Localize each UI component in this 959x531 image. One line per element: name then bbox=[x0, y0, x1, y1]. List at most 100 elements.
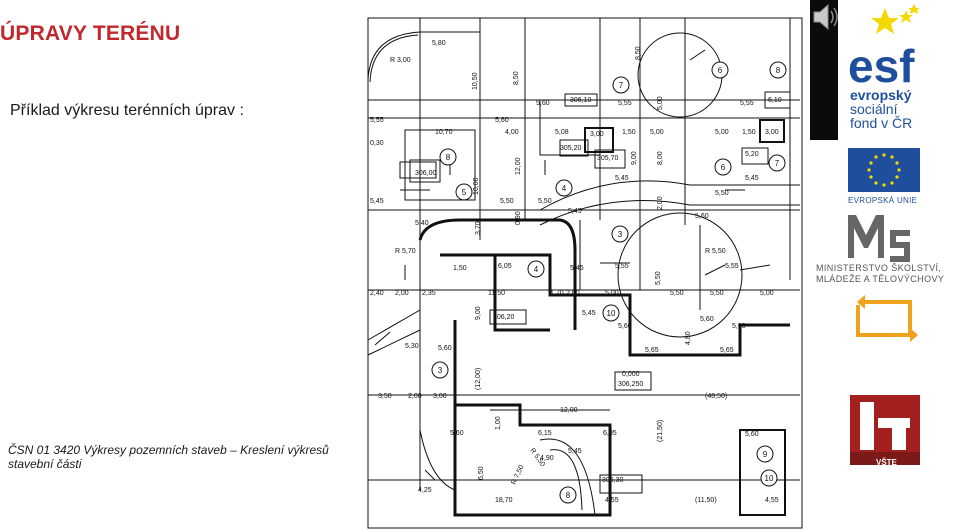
svg-text:6,50: 6,50 bbox=[478, 466, 485, 480]
svg-text:7: 7 bbox=[775, 159, 780, 168]
svg-text:9,00: 9,00 bbox=[631, 151, 638, 165]
svg-text:5,45: 5,45 bbox=[568, 208, 582, 215]
svg-text:5,55: 5,55 bbox=[725, 263, 739, 270]
svg-text:4,00: 4,00 bbox=[505, 129, 519, 136]
svg-text:5,60: 5,60 bbox=[732, 323, 746, 330]
svg-text:5: 5 bbox=[462, 188, 467, 197]
svg-text:5,00: 5,00 bbox=[657, 96, 664, 110]
svg-text:5,50: 5,50 bbox=[655, 271, 662, 285]
svg-text:6,10: 6,10 bbox=[768, 97, 782, 104]
svg-text:esf: esf bbox=[848, 40, 915, 92]
svg-text:6,05: 6,05 bbox=[603, 430, 617, 437]
slide-subtitle: Příklad výkresu terénních úprav : bbox=[10, 102, 244, 119]
svg-text:2,35: 2,35 bbox=[422, 290, 436, 297]
svg-text:5,45: 5,45 bbox=[582, 310, 596, 317]
svg-text:5,60: 5,60 bbox=[450, 430, 464, 437]
slide-title: ÚPRAVY TERÉNU bbox=[0, 22, 181, 45]
svg-text:5,45: 5,45 bbox=[568, 448, 582, 455]
slide-caption: ČSN 01 3420 Výkresy pozemních staveb – K… bbox=[8, 443, 329, 471]
msmt-text: MINISTERSTVO ŠKOLSTVÍ, MLÁDEŽE A TĚLOVÝC… bbox=[816, 263, 944, 285]
svg-text:5,20: 5,20 bbox=[745, 151, 759, 158]
svg-text:5,50: 5,50 bbox=[670, 290, 684, 297]
svg-text:2,40: 2,40 bbox=[370, 290, 384, 297]
svg-text:5,60: 5,60 bbox=[745, 431, 759, 438]
svg-text:4,80: 4,80 bbox=[685, 331, 692, 345]
svg-text:R 5,50: R 5,50 bbox=[705, 248, 726, 255]
vste-label: VŠTE bbox=[876, 458, 897, 467]
svg-text:4: 4 bbox=[534, 265, 539, 274]
svg-text:4,25: 4,25 bbox=[418, 487, 432, 494]
svg-text:6: 6 bbox=[718, 66, 723, 75]
svg-text:2,00: 2,00 bbox=[657, 196, 664, 210]
svg-text:306,10: 306,10 bbox=[570, 97, 592, 104]
svg-text:5,00: 5,00 bbox=[760, 290, 774, 297]
speaker-icon[interactable] bbox=[810, 0, 840, 34]
svg-text:5,50: 5,50 bbox=[538, 198, 552, 205]
svg-text:8: 8 bbox=[566, 491, 571, 500]
msmt-line-2: MLÁDEŽE A TĚLOVÝCHOVY bbox=[816, 274, 945, 284]
svg-text:1,50: 1,50 bbox=[453, 265, 467, 272]
svg-text:5,60: 5,60 bbox=[438, 345, 452, 352]
svg-text:12,00: 12,00 bbox=[560, 407, 578, 414]
svg-text:5,45: 5,45 bbox=[745, 175, 759, 182]
esf-line-1: evropský bbox=[850, 87, 912, 103]
svg-text:2,00: 2,00 bbox=[408, 393, 422, 400]
svg-text:5,80: 5,80 bbox=[432, 40, 446, 47]
svg-text:5,45: 5,45 bbox=[570, 265, 584, 272]
svg-text:4: 4 bbox=[562, 184, 567, 193]
svg-text:0,30: 0,30 bbox=[370, 140, 384, 147]
svg-text:1,70: 1,70 bbox=[550, 290, 564, 297]
svg-text:R 3,00: R 3,00 bbox=[390, 57, 411, 64]
svg-text:5,40: 5,40 bbox=[415, 220, 429, 227]
svg-text:5,55: 5,55 bbox=[740, 100, 754, 107]
svg-text:1,50: 1,50 bbox=[622, 129, 636, 136]
svg-text:5,60: 5,60 bbox=[495, 117, 509, 124]
svg-text:3,00: 3,00 bbox=[765, 129, 779, 136]
svg-text:5,65: 5,65 bbox=[720, 347, 734, 354]
svg-text:5,00: 5,00 bbox=[605, 290, 619, 297]
svg-text:5,65: 5,65 bbox=[645, 347, 659, 354]
svg-text:10,50: 10,50 bbox=[472, 72, 479, 90]
svg-text:10: 10 bbox=[607, 309, 616, 318]
svg-text:5,60: 5,60 bbox=[700, 316, 714, 323]
svg-text:5,30: 5,30 bbox=[405, 343, 419, 350]
svg-text:5,50: 5,50 bbox=[715, 190, 729, 197]
esf-line-2: sociální bbox=[850, 101, 898, 117]
svg-text:8,50: 8,50 bbox=[513, 71, 520, 85]
eu-label: EVROPSKÁ UNIE bbox=[848, 196, 918, 205]
svg-text:0,90: 0,90 bbox=[515, 211, 522, 225]
svg-text:9,00: 9,00 bbox=[475, 306, 482, 320]
svg-text:4,90: 4,90 bbox=[540, 455, 554, 462]
svg-text:306,00: 306,00 bbox=[415, 170, 437, 177]
svg-text:9: 9 bbox=[763, 450, 768, 459]
svg-text:1,50: 1,50 bbox=[742, 129, 756, 136]
eu-flag-icon bbox=[848, 148, 920, 192]
op-logo-icon bbox=[856, 295, 918, 342]
svg-text:3,70: 3,70 bbox=[475, 221, 482, 235]
svg-text:5,55: 5,55 bbox=[615, 263, 629, 270]
esf-line-3: fond v ČR bbox=[850, 115, 913, 131]
svg-text:5,60: 5,60 bbox=[618, 323, 632, 330]
svg-text:306,250: 306,250 bbox=[618, 381, 643, 388]
svg-text:3: 3 bbox=[438, 366, 443, 375]
svg-text:3,50: 3,50 bbox=[378, 393, 392, 400]
svg-text:305,20: 305,20 bbox=[560, 145, 582, 152]
svg-text:(48,50): (48,50) bbox=[705, 393, 727, 400]
svg-text:8,00: 8,00 bbox=[657, 151, 664, 165]
svg-text:7: 7 bbox=[619, 81, 624, 90]
svg-text:306,30: 306,30 bbox=[602, 477, 624, 484]
svg-text:10,70: 10,70 bbox=[435, 129, 453, 136]
svg-text:12,00: 12,00 bbox=[515, 157, 522, 175]
svg-text:5,55: 5,55 bbox=[370, 117, 384, 124]
svg-text:5,60: 5,60 bbox=[695, 213, 709, 220]
svg-text:4,55: 4,55 bbox=[605, 497, 619, 504]
svg-text:11,50: 11,50 bbox=[488, 290, 505, 297]
svg-text:3,00: 3,00 bbox=[433, 393, 447, 400]
vste-logo-icon bbox=[850, 395, 920, 465]
svg-text:5,50: 5,50 bbox=[710, 290, 724, 297]
svg-text:2,00: 2,00 bbox=[395, 290, 409, 297]
svg-text:5,50: 5,50 bbox=[500, 198, 514, 205]
msmt-line-1: MINISTERSTVO ŠKOLSTVÍ, bbox=[816, 263, 942, 273]
svg-text:3: 3 bbox=[618, 230, 623, 239]
svg-text:8,50: 8,50 bbox=[635, 46, 642, 60]
